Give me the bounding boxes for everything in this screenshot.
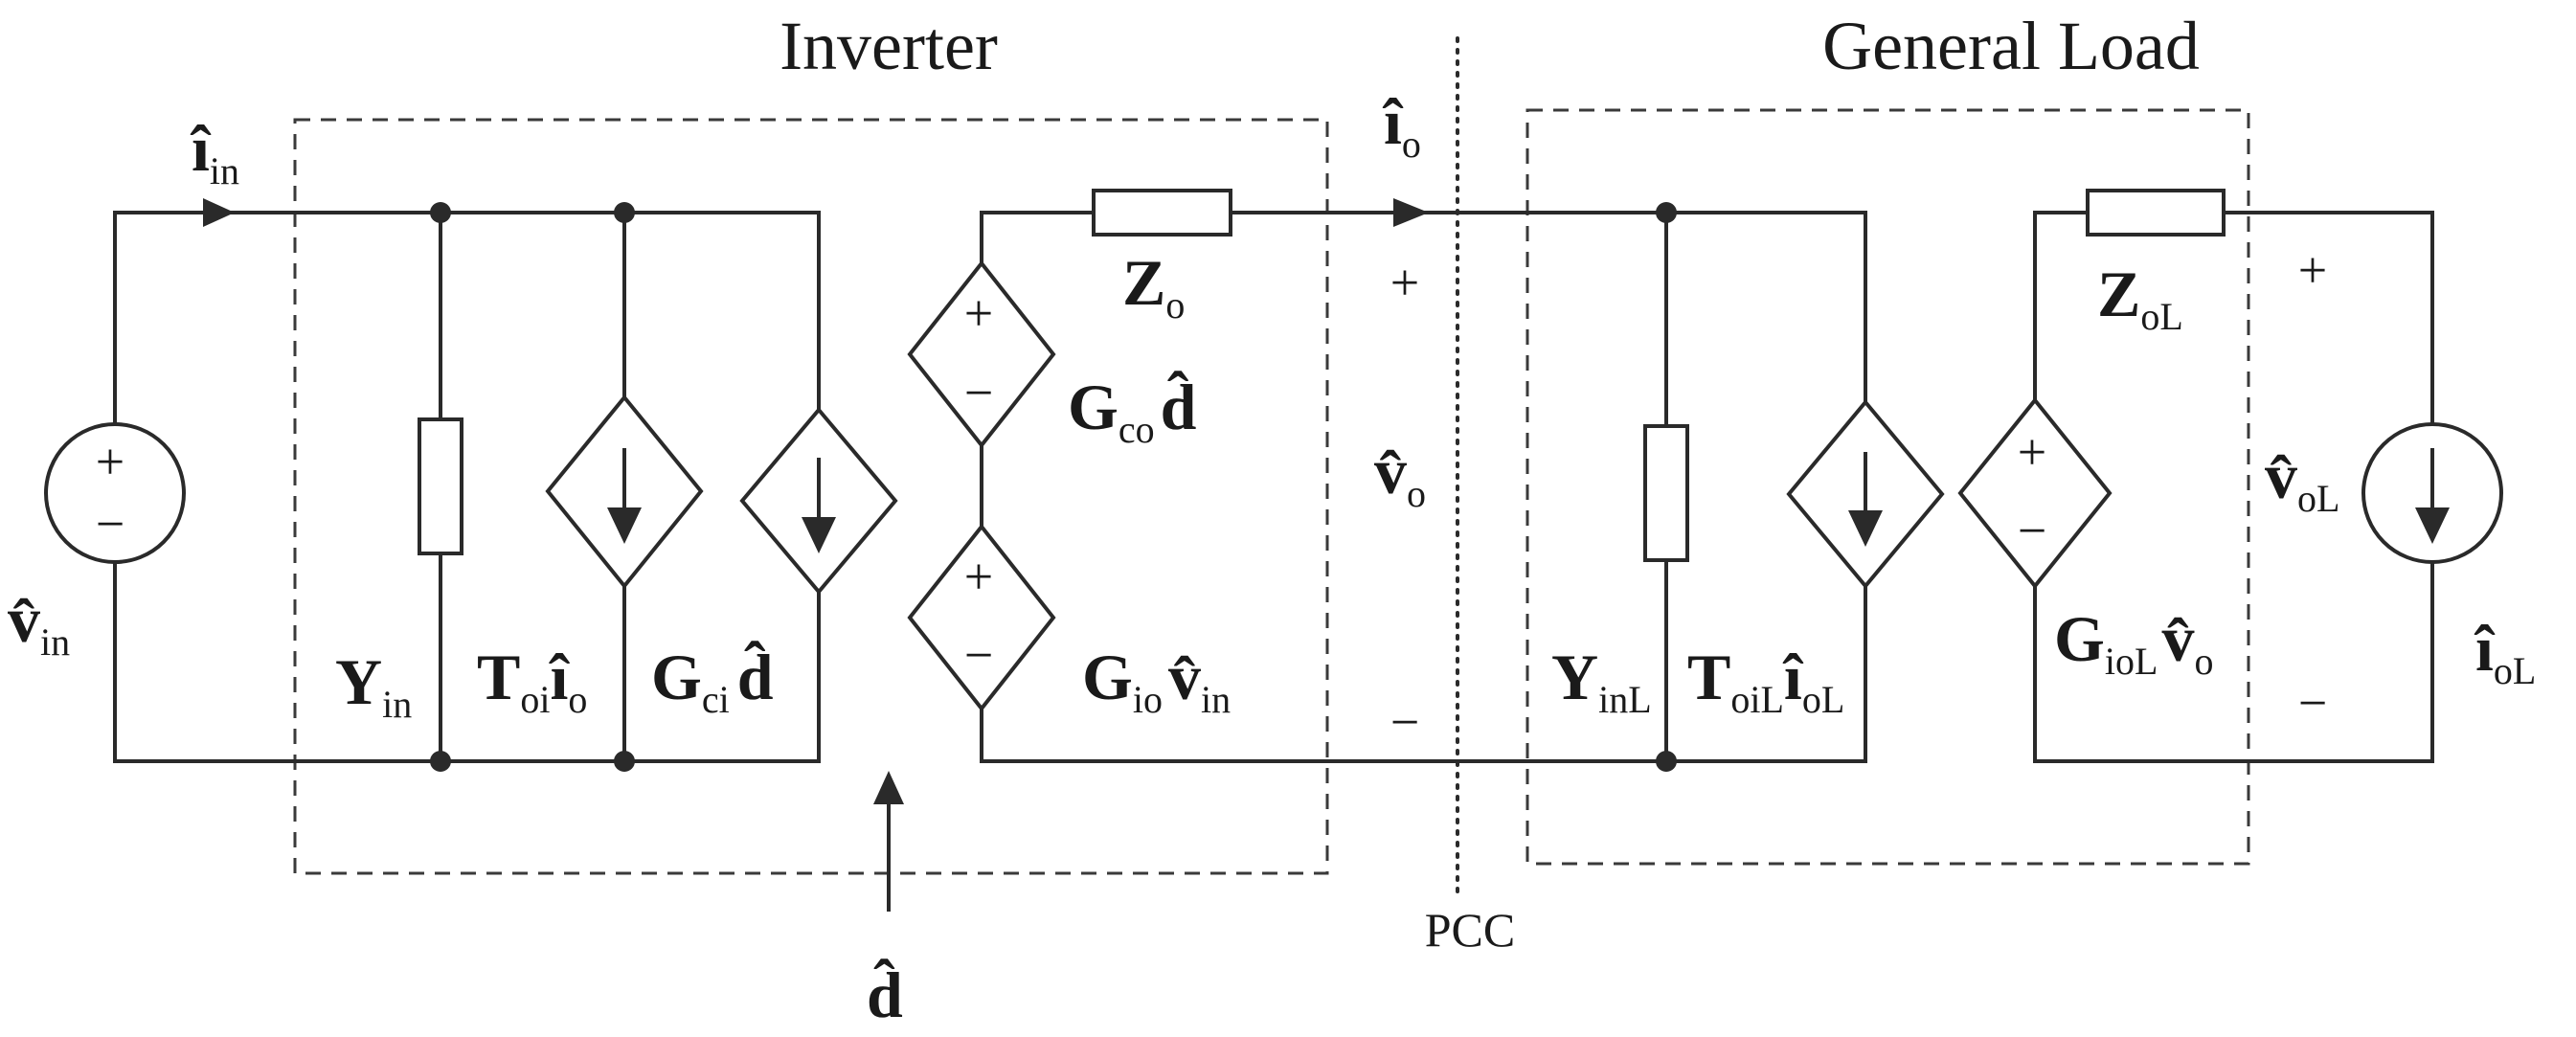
label-t-oil: ToiLîoL (1687, 641, 1844, 721)
node (430, 751, 451, 772)
label-g-co: Gcod̂ (1068, 371, 1197, 451)
g-io-voltage-source: + − (907, 523, 1056, 712)
z-ol-impedance (2086, 189, 2226, 237)
source-plus-sign: + (96, 433, 124, 490)
node (1656, 202, 1677, 223)
vol-plus-sign: + (2298, 241, 2327, 299)
label-v-ol: v̂oL (2265, 440, 2339, 520)
g-ci-current-source (739, 406, 898, 596)
inverter-boundary (293, 118, 1329, 875)
label-y-inl: YinL (1551, 641, 1652, 721)
general-load-title: General Load (1822, 8, 2200, 84)
t-oi-current-source (545, 394, 704, 590)
label-v-o: v̂o (1374, 435, 1426, 515)
load-boundary (1525, 108, 2250, 866)
source-minus-sign: − (96, 495, 124, 552)
load-wires (1664, 211, 2434, 763)
label-i-in: îin (190, 112, 239, 192)
input-voltage-source: + − (44, 422, 186, 564)
node (614, 202, 635, 223)
label-g-io: Giov̂in (1082, 641, 1231, 721)
t-oil-current-source (1786, 398, 1945, 590)
label-t-oi: Toiîo (477, 641, 587, 721)
label-g-iol: GioLv̂o (2054, 602, 2213, 683)
node (614, 751, 635, 772)
giol-minus-sign: − (2018, 502, 2046, 559)
label-i-o: îo (1382, 85, 1421, 166)
node (430, 202, 451, 223)
y-in-admittance (418, 417, 463, 555)
label-i-ol: îoL (2474, 612, 2536, 692)
label-y-in: Yin (335, 645, 412, 726)
z-o-impedance (1092, 189, 1232, 237)
giol-plus-sign: + (2018, 423, 2046, 481)
i-in-arrow (203, 198, 235, 227)
i-ol-current-source (2361, 422, 2503, 564)
inverter-title: Inverter (780, 8, 998, 84)
vol-minus-sign: − (2298, 674, 2327, 732)
label-d: d̂ (867, 958, 903, 1031)
label-v-in: v̂in (8, 583, 70, 664)
g-co-voltage-source: + − (907, 259, 1056, 449)
gco-minus-sign: − (964, 364, 993, 421)
gio-minus-sign: − (964, 626, 993, 684)
vo-plus-sign: + (1390, 254, 1419, 311)
gco-plus-sign: + (964, 284, 993, 342)
i-o-arrow (1393, 198, 1429, 227)
g-iol-voltage-source: + − (1957, 396, 2113, 590)
gio-plus-sign: + (964, 548, 993, 605)
y-inl-admittance (1643, 424, 1689, 562)
label-z-o: Zo (1122, 246, 1185, 327)
duty-cycle-arrow (873, 771, 904, 912)
node (1656, 751, 1677, 772)
input-side-wires (113, 211, 821, 763)
output-side-wires (980, 211, 1668, 763)
label-z-ol: ZoL (2097, 258, 2183, 338)
vo-minus-sign: − (1390, 693, 1419, 751)
pcc-label: PCC (1425, 903, 1516, 957)
